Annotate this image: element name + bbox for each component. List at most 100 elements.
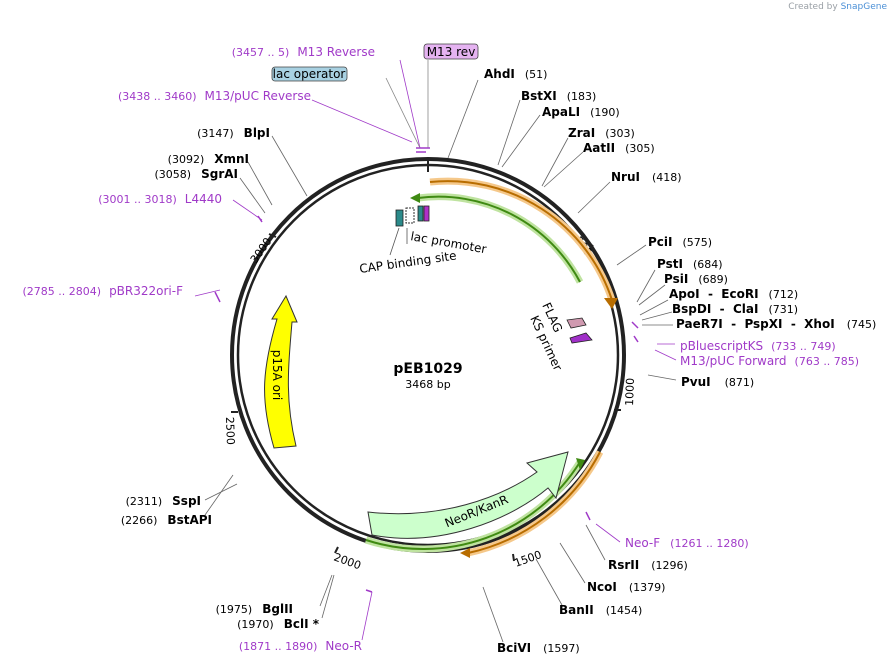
m13-rev-label: M13 rev [427, 45, 476, 59]
neokanr-feature[interactable] [367, 451, 569, 539]
svg-text:(1975)BglII: (1975)BglII [216, 602, 293, 616]
svg-text:ZraI(303): ZraI(303) [568, 126, 635, 140]
enzyme-bcivi: BciVI [497, 641, 531, 655]
lac-green-arc [417, 195, 581, 283]
plasmid-length: 3468 bp [405, 378, 450, 391]
primer-leaders [194, 59, 677, 641]
primer-labels: (3457 .. 5)M13 Reverse (3438 .. 3460)M13… [23, 45, 860, 653]
svg-text:NcoI(1379): NcoI(1379) [587, 580, 665, 594]
cap-site-label: CAP binding site [358, 248, 457, 275]
svg-text:(2785 .. 2804)pBR322ori-F: (2785 .. 2804)pBR322ori-F [23, 284, 184, 298]
primer-l4440: L4440 [185, 192, 222, 206]
plasmid-name: pEB1029 [393, 361, 462, 377]
svg-text:(3001 .. 3018)L4440: (3001 .. 3018)L4440 [98, 192, 222, 206]
svg-text:(3457 .. 5)M13 Reverse: (3457 .. 5)M13 Reverse [232, 45, 375, 59]
neo-primer-arc [467, 451, 601, 554]
svg-text:BciVI(1597): BciVI(1597) [497, 641, 580, 655]
enzyme-psii: PsiI [664, 272, 688, 286]
enzyme-bglii: BglII [262, 602, 293, 616]
enzyme-blpi: BlpI [244, 126, 270, 140]
enzyme-rsrii: RsrII [608, 558, 639, 572]
primer-pbr322ori-f: pBR322ori-F [109, 284, 183, 298]
svg-text:BspDI - ClaI(731): BspDI - ClaI(731) [672, 302, 798, 316]
svg-text:(1970)BclI *: (1970)BclI * [237, 617, 320, 631]
enzyme-pvui: PvuI [681, 375, 711, 389]
enzyme-sspi: SspI [172, 494, 201, 508]
tick-label-2500: 2500 [223, 417, 237, 445]
primer-pbluescriptks: pBluescriptKS [680, 339, 763, 353]
svg-text:RsrII(1296): RsrII(1296) [608, 558, 688, 572]
enzyme-apoi-ecori: ApoI - EcoRI [669, 287, 759, 301]
neo-green-arc-head [576, 458, 585, 470]
svg-text:PstI(684): PstI(684) [657, 257, 723, 271]
svg-text:BstXI(183): BstXI(183) [521, 89, 596, 103]
enzyme-apali: ApaLI [542, 105, 580, 119]
svg-text:(3438 .. 3460)M13/pUC Reverse: (3438 .. 3460)M13/pUC Reverse [118, 89, 311, 103]
svg-text:AhdI(51): AhdI(51) [484, 67, 547, 81]
cap-site-icon [395, 209, 404, 227]
lac-promoter-icon [405, 207, 415, 224]
enzyme-bcli: BclI * [284, 617, 320, 631]
enzyme-zrai: ZraI [568, 126, 595, 140]
m13-rev-box [423, 43, 479, 60]
svg-text:(1871 .. 1890)Neo-R: (1871 .. 1890)Neo-R [239, 639, 362, 653]
svg-text:ApoI - EcoRI(712): ApoI - EcoRI(712) [669, 287, 798, 301]
primer-neo-r: Neo-R [325, 639, 362, 653]
p15a-ori-feature[interactable] [264, 294, 298, 449]
primer-m13-reverse: M13 Reverse [297, 45, 375, 59]
pbluescript-arc [429, 180, 613, 301]
enzyme-bspdi-clai: BspDI - ClaI [672, 302, 758, 316]
svg-text:(3147)BlpI: (3147)BlpI [197, 126, 270, 140]
svg-text:PvuI(871): PvuI(871) [681, 375, 754, 389]
svg-text:ApaLI(190): ApaLI(190) [542, 105, 620, 119]
m13-rev-icon [423, 205, 430, 222]
svg-text:BanII(1454): BanII(1454) [559, 603, 642, 617]
ks-primer-icon [569, 332, 593, 344]
enzyme-psti: PstI [657, 257, 683, 271]
primer-m13-puc-forward: M13/pUC Forward [680, 354, 787, 368]
p15a-ori-label: p15A ori [270, 350, 284, 401]
tick-label-1000: 1000 [623, 378, 637, 406]
svg-text:pBluescriptKS(733 .. 749): pBluescriptKS(733 .. 749) [680, 339, 836, 353]
enzyme-labels-left: (1970)BclI * (1975)BglII (2266)BstAPI (2… [121, 126, 320, 631]
enzyme-labels-right: AhdI(51) BstXI(183) ApaLI(190) ZraI(303)… [484, 67, 876, 655]
enzyme-bstxi: BstXI [521, 89, 557, 103]
enzyme-pcii: PciI [648, 235, 673, 249]
tick-label-2000: 2000 [332, 551, 363, 573]
lac-green-arc-head [410, 193, 420, 203]
primer-marks [214, 147, 639, 593]
flag-icon [566, 317, 587, 329]
neo-green-arc [365, 461, 581, 551]
enzyme-bstapi: BstAPI [167, 513, 212, 527]
tick-label-1500: 1500 [513, 548, 544, 570]
enzyme-xmni: XmnI [214, 152, 249, 166]
svg-text:M13/pUC Forward(763 .. 785): M13/pUC Forward(763 .. 785) [680, 354, 859, 368]
svg-text:(3092)XmnI: (3092)XmnI [168, 152, 249, 166]
svg-text:Neo-F(1261 .. 1280): Neo-F(1261 .. 1280) [625, 536, 749, 550]
enzyme-paer7i-pspxi-xhoi: PaeR7I - PspXI - XhoI [676, 317, 835, 331]
lac-operator-box [271, 66, 348, 82]
svg-text:PaeR7I - PspXI - XhoI(745): PaeR7I - PspXI - XhoI(745) [676, 317, 876, 331]
enzyme-leaders [204, 79, 677, 643]
svg-text:AatII(305): AatII(305) [583, 141, 655, 155]
svg-text:PsiI(689): PsiI(689) [664, 272, 728, 286]
pbluescript-arc-head [604, 298, 618, 309]
primer-neo-f: Neo-F [625, 536, 660, 550]
enzyme-banii: BanII [559, 603, 594, 617]
svg-text:(2266)BstAPI: (2266)BstAPI [121, 513, 212, 527]
neo-primer-arc-head [460, 548, 470, 558]
primer-m13-puc-reverse: M13/pUC Reverse [205, 89, 312, 103]
enzyme-ahdi: AhdI [484, 67, 515, 81]
enzyme-aatii: AatII [583, 141, 615, 155]
lac-operator-icon [417, 205, 424, 222]
svg-text:NruI(418): NruI(418) [611, 170, 682, 184]
svg-text:PciI(575): PciI(575) [648, 235, 712, 249]
svg-text:(3058)SgrAI: (3058)SgrAI [155, 167, 238, 181]
lac-operator-label: lac operator [273, 67, 346, 81]
enzyme-sgrai: SgrAI [201, 167, 238, 181]
enzyme-nrui: NruI [611, 170, 640, 184]
enzyme-ncoi: NcoI [587, 580, 617, 594]
snapgene-watermark: Created by SnapGene [788, 2, 887, 12]
svg-text:(2311)SspI: (2311)SspI [126, 494, 201, 508]
